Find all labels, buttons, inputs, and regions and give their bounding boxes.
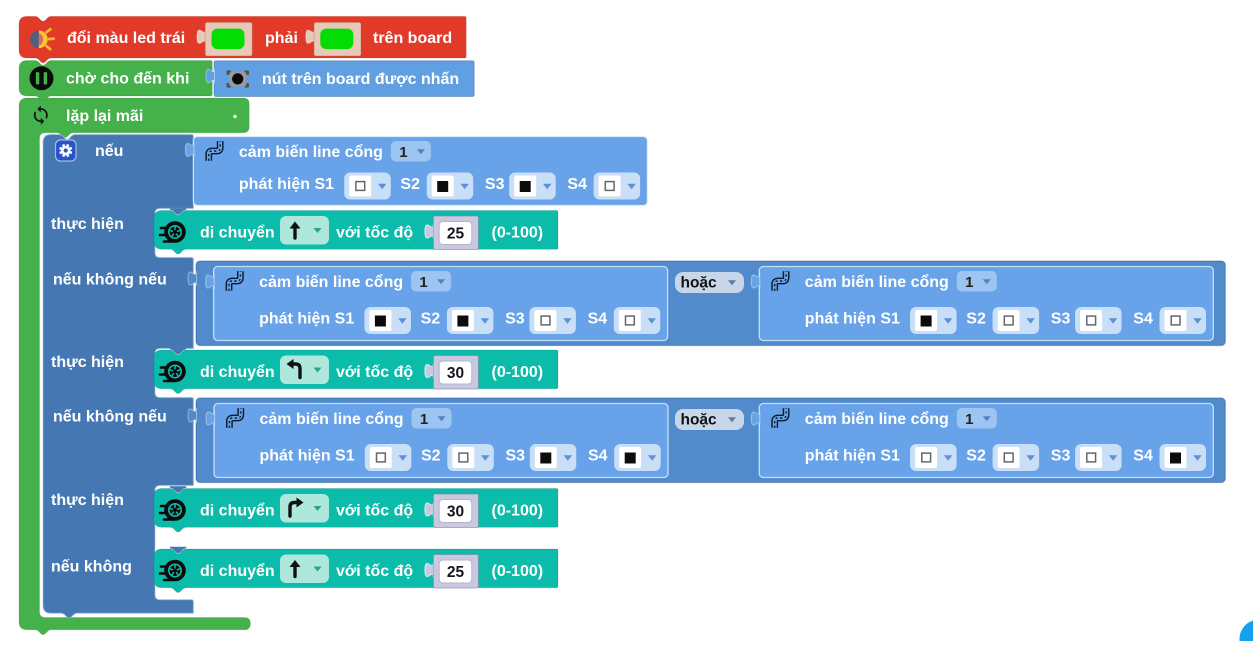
svg-text:cảm biến line cổng: cảm biến line cổng [805,273,949,291]
svg-text:S2: S2 [966,448,986,465]
svg-text:phát hiện S1: phát hiện S1 [805,448,900,465]
svg-text:cảm biến line cổng: cảm biến line cổng [259,273,403,291]
svg-text:di chuyển: di chuyển [200,363,275,381]
svg-text:S3: S3 [505,311,525,328]
svg-text:cảm biến line cổng: cảm biến line cổng [805,410,949,428]
svg-text:nút trên board được nhấn: nút trên board được nhấn [262,71,459,88]
svg-text:hoặc: hoặc [681,412,718,429]
svg-text:cảm biến line cổng: cảm biến line cổng [260,410,404,428]
svg-text:S2: S2 [966,311,986,328]
svg-text:với tốc độ: với tốc độ [336,364,413,381]
svg-text:lặp lại mãi: lặp lại mãi [66,108,143,125]
svg-text:di chuyển: di chuyển [200,224,275,242]
svg-text:phải: phải [265,30,298,47]
svg-text:S2: S2 [421,448,441,465]
svg-text:S2: S2 [400,176,420,193]
svg-text:di chuyển: di chuyển [200,502,275,520]
svg-text:phát hiện S1: phát hiện S1 [259,311,354,328]
svg-text:di chuyển: di chuyển [200,562,275,580]
svg-text:S3: S3 [506,448,526,465]
svg-text:S4: S4 [588,448,608,465]
svg-text:25: 25 [447,226,465,243]
svg-text:nếu: nếu [95,143,123,160]
svg-text:phát hiện S1: phát hiện S1 [805,311,900,328]
svg-text:phát hiện S1: phát hiện S1 [239,176,334,193]
svg-text:S3: S3 [485,176,505,193]
svg-text:(0-100): (0-100) [492,364,544,381]
svg-text:S3: S3 [1051,311,1071,328]
svg-text:S4: S4 [588,311,608,328]
svg-text:S2: S2 [421,311,441,328]
svg-text:với tốc độ: với tốc độ [336,503,413,520]
svg-text:30: 30 [447,504,464,521]
svg-text:(0-100): (0-100) [492,503,544,520]
svg-text:S4: S4 [1133,448,1153,465]
svg-text:chờ cho đến khi: chờ cho đến khi [66,71,189,88]
svg-text:(0-100): (0-100) [492,225,544,242]
svg-text:1: 1 [420,411,428,428]
svg-text:nếu không nếu: nếu không nếu [53,272,167,289]
svg-text:nếu không nếu: nếu không nếu [53,409,167,426]
svg-text:(0-100): (0-100) [492,563,544,580]
svg-text:S3: S3 [1051,448,1071,465]
svg-text:1: 1 [399,144,407,161]
svg-text:với tốc độ: với tốc độ [336,225,413,242]
svg-text:30: 30 [447,365,464,382]
svg-text:cảm biến line cổng: cảm biến line cổng [239,143,383,161]
svg-text:1: 1 [965,411,973,428]
svg-text:đổi màu led trái: đổi màu led trái [67,29,185,47]
svg-text:hoặc: hoặc [681,275,718,292]
svg-text:với tốc độ: với tốc độ [336,563,413,580]
svg-text:thực hiện: thực hiện [51,216,124,233]
svg-text:S4: S4 [1133,311,1153,328]
svg-text:S4: S4 [567,176,587,193]
svg-text:nếu không: nếu không [51,559,132,576]
svg-text:1: 1 [419,274,427,291]
svg-text:thực hiện: thực hiện [51,354,124,371]
svg-text:phát hiện S1: phát hiện S1 [260,448,355,465]
svg-text:trên board: trên board [373,30,452,47]
svg-text:1: 1 [965,274,973,291]
svg-text:25: 25 [447,564,465,581]
svg-text:thực hiện: thực hiện [51,492,124,509]
